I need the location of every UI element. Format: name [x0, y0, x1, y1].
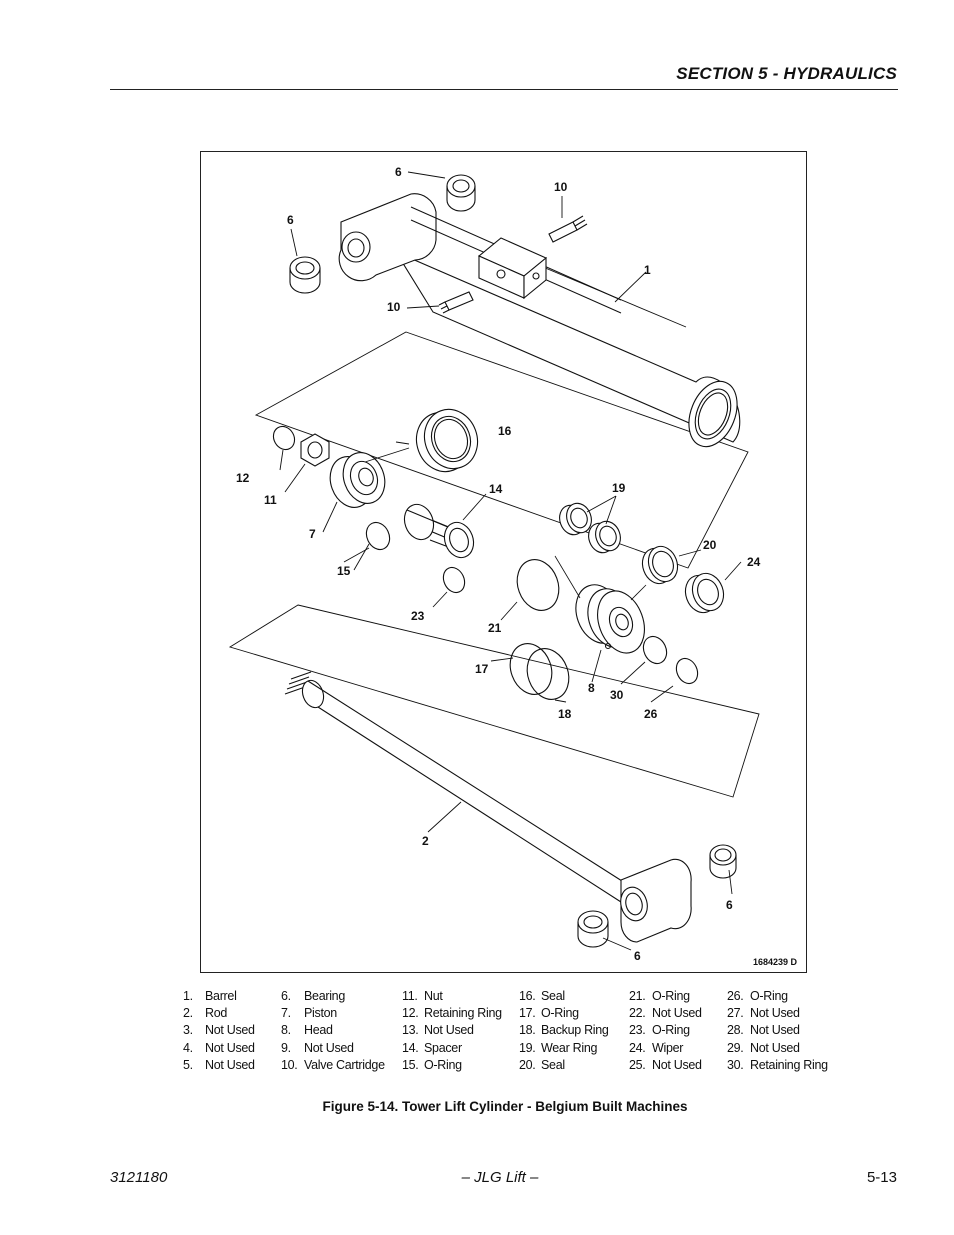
legend-item: 5.Not Used: [183, 1057, 255, 1072]
legend-item: 25.Not Used: [629, 1057, 702, 1072]
legend-item: 30.Retaining Ring: [727, 1057, 828, 1072]
legend-column-2: 6.Bearing 7.Piston 8.Head 9.Not Used 10.…: [281, 988, 385, 1074]
piston-seal: [415, 408, 479, 473]
legend-item: 6.Bearing: [281, 989, 345, 1003]
legend-item: 15.O-Ring: [402, 1057, 462, 1072]
callout-10-bottom: 10: [387, 300, 401, 314]
spacer: [403, 503, 475, 559]
o-ring-15: [365, 521, 391, 551]
valve-cartridge-bottom: [438, 291, 474, 314]
callout-12: 12: [236, 471, 250, 485]
callout-6-right: 6: [726, 898, 733, 912]
legend-item: 24.Wiper: [629, 1040, 684, 1055]
legend-column-4: 16.Seal 17.O-Ring 18.Backup Ring 19.Wear…: [519, 988, 609, 1074]
legend-item: 22.Not Used: [629, 1006, 702, 1021]
legend-column-3: 11.Nut 12.Retaining Ring 13.Not Used 14.…: [402, 988, 502, 1074]
legend-item: 8.Head: [281, 1023, 333, 1038]
callout-1: 1: [644, 263, 651, 277]
legend-item: 11.Nut: [402, 989, 443, 1003]
section-title: SECTION 5 - HYDRAULICS: [676, 64, 897, 83]
callout-17: 17: [475, 662, 489, 676]
wear-ring-b: [588, 520, 621, 554]
o-ring-23: [442, 566, 466, 594]
callout-2: 2: [422, 834, 429, 848]
footer-page-number: 5-13: [866, 1169, 897, 1186]
parts-legend: 1.Barrel 2.Rod 3.Not Used 4.Not Used 5.N…: [180, 988, 840, 1078]
legend-item: 21.O-Ring: [629, 989, 690, 1003]
seal-20: [641, 545, 679, 585]
legend-item: 13.Not Used: [402, 1023, 474, 1038]
legend-item: 28.Not Used: [727, 1023, 800, 1038]
o-ring-26: [675, 657, 699, 685]
callout-16: 16: [498, 424, 512, 438]
retaining-ring-12: [272, 425, 296, 451]
header-rule: [110, 89, 898, 90]
legend-item: 9.Not Used: [281, 1040, 354, 1055]
legend-item: 2.Rod: [183, 1006, 228, 1021]
wear-ring-a: [559, 502, 592, 536]
legend-item: 12.Retaining Ring: [402, 1006, 502, 1021]
exploded-view-figure: 6 10 6 1 10 16 12 14 19 11 7 20 24 15 23…: [200, 151, 807, 973]
bearing-bottom: [577, 910, 609, 948]
bearing-right: [709, 844, 737, 879]
callout-24: 24: [747, 555, 761, 569]
head: [575, 584, 645, 654]
callout-15: 15: [337, 564, 351, 578]
legend-item: 17.O-Ring: [519, 1006, 579, 1021]
legend-column-6: 26.O-Ring 27.Not Used 28.Not Used 29.Not…: [727, 988, 828, 1074]
legend-item: 27.Not Used: [727, 1006, 800, 1021]
callout-23: 23: [411, 609, 425, 623]
legend-item: 7.Piston: [281, 1006, 337, 1021]
nut: [300, 433, 330, 467]
valve-cartridge-top: [548, 215, 588, 243]
callout-14: 14: [489, 482, 503, 496]
wiper: [684, 572, 725, 614]
o-ring-21: [516, 559, 560, 611]
callout-30: 30: [610, 688, 624, 702]
exploded-view-drawing: [228, 171, 760, 951]
callout-26: 26: [644, 707, 658, 721]
figure-caption: Figure 5-14. Tower Lift Cylinder - Belgi…: [322, 1099, 688, 1114]
legend-item: 23.O-Ring: [629, 1023, 690, 1038]
callout-8: 8: [588, 681, 595, 695]
callout-20: 20: [703, 538, 717, 552]
retaining-ring-30: [642, 635, 668, 665]
rod: [284, 671, 692, 943]
piston: [329, 452, 386, 508]
barrel: [338, 193, 741, 448]
callout-11: 11: [264, 493, 277, 507]
legend-item: 16.Seal: [519, 989, 565, 1003]
legend-item: 29.Not Used: [727, 1040, 800, 1055]
o-ring-17: [509, 643, 553, 695]
bearing-left: [289, 256, 321, 294]
callout-6-left: 6: [287, 213, 294, 227]
legend-item: 20.Seal: [519, 1057, 565, 1072]
drawing-number: 1684239 D: [752, 957, 797, 967]
callout-6-bottom: 6: [634, 949, 641, 963]
callout-10-top: 10: [554, 180, 568, 194]
callout-18: 18: [558, 707, 572, 721]
footer-doc-number: 3121180: [110, 1169, 168, 1186]
legend-item: 26.O-Ring: [727, 989, 788, 1003]
legend-item: 3.Not Used: [183, 1023, 255, 1038]
legend-item: 4.Not Used: [183, 1040, 255, 1055]
bearing-top: [446, 174, 476, 212]
legend-item: 19.Wear Ring: [519, 1040, 598, 1055]
footer-publisher: – JLG Lift –: [461, 1169, 539, 1186]
legend-item: 18.Backup Ring: [519, 1023, 609, 1038]
legend-column-1: 1.Barrel 2.Rod 3.Not Used 4.Not Used 5.N…: [183, 988, 255, 1074]
legend-item: 1.Barrel: [183, 989, 237, 1003]
backup-ring: [526, 648, 570, 700]
callout-6-top: 6: [395, 165, 402, 179]
legend-item: 14.Spacer: [402, 1040, 462, 1055]
legend-item: 10.Valve Cartridge: [281, 1057, 385, 1072]
callout-19: 19: [612, 481, 626, 495]
legend-column-5: 21.O-Ring 22.Not Used 23.O-Ring 24.Wiper…: [629, 988, 702, 1074]
callout-21: 21: [488, 621, 502, 635]
callout-7: 7: [309, 527, 316, 541]
